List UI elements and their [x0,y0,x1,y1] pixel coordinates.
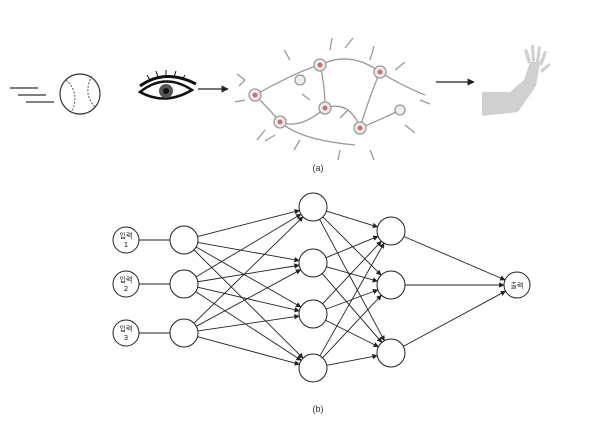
neuron-network-icon [234,37,431,161]
output-node: 출력 [503,271,531,299]
connection-edge [322,294,382,359]
panel-b: 입력 1 입력 2 입력 3 출력 (b) [112,192,531,414]
connection-edge [325,319,379,348]
connection-edge [195,213,302,278]
hidden-node [169,225,199,255]
input-node-1: 입력 1 [112,226,140,254]
connection-edge [321,273,383,343]
input-2-label: 입력 [120,276,133,284]
connection-edge [197,209,300,237]
connection-edge [195,246,302,308]
input-3-number: 3 [124,334,128,342]
panel-b-caption: (b) [313,404,324,414]
baseball-icon [59,73,101,115]
connection-edge [326,353,378,366]
connection-edge [197,263,300,283]
connection-edge [197,336,301,366]
hidden-node [298,299,328,329]
connection-edge [319,219,385,342]
eye-icon [137,70,197,100]
connection-edge [326,210,379,229]
connection-edge [197,286,300,313]
input-1-number: 1 [124,241,128,249]
speed-lines-icon [10,87,54,103]
connection-edge [193,249,304,359]
connection-edge [403,290,507,347]
connection-edge [326,266,379,283]
input-node-3: 입력 3 [112,319,140,347]
input-2-number: 2 [124,285,128,293]
panel-a: (a) [10,37,551,173]
hidden-node [376,270,406,300]
hidden-node [298,353,328,383]
input-1-label: 입력 [120,232,133,240]
input-node-2: 입력 2 [112,270,140,298]
connection-edge [197,242,300,263]
hidden-node [298,248,328,278]
output-label: 출력 [511,281,524,290]
connection-edge [196,269,302,327]
connection-edge [193,216,304,324]
hidden-node [376,216,406,246]
connection-edges [139,209,507,366]
arm-icon [482,45,551,116]
hidden-node [169,318,199,348]
hidden-node [376,338,406,368]
connection-edge [319,242,385,357]
input-3-label: 입력 [120,325,133,333]
hidden-node [298,192,328,222]
connection-edge [197,314,300,332]
connection-edge [322,240,382,305]
network-nodes [169,192,406,383]
connection-edge [403,236,506,281]
connection-edge [325,235,379,259]
connection-edge [195,291,302,361]
panel-a-caption: (a) [313,163,324,173]
hidden-node [169,269,199,299]
